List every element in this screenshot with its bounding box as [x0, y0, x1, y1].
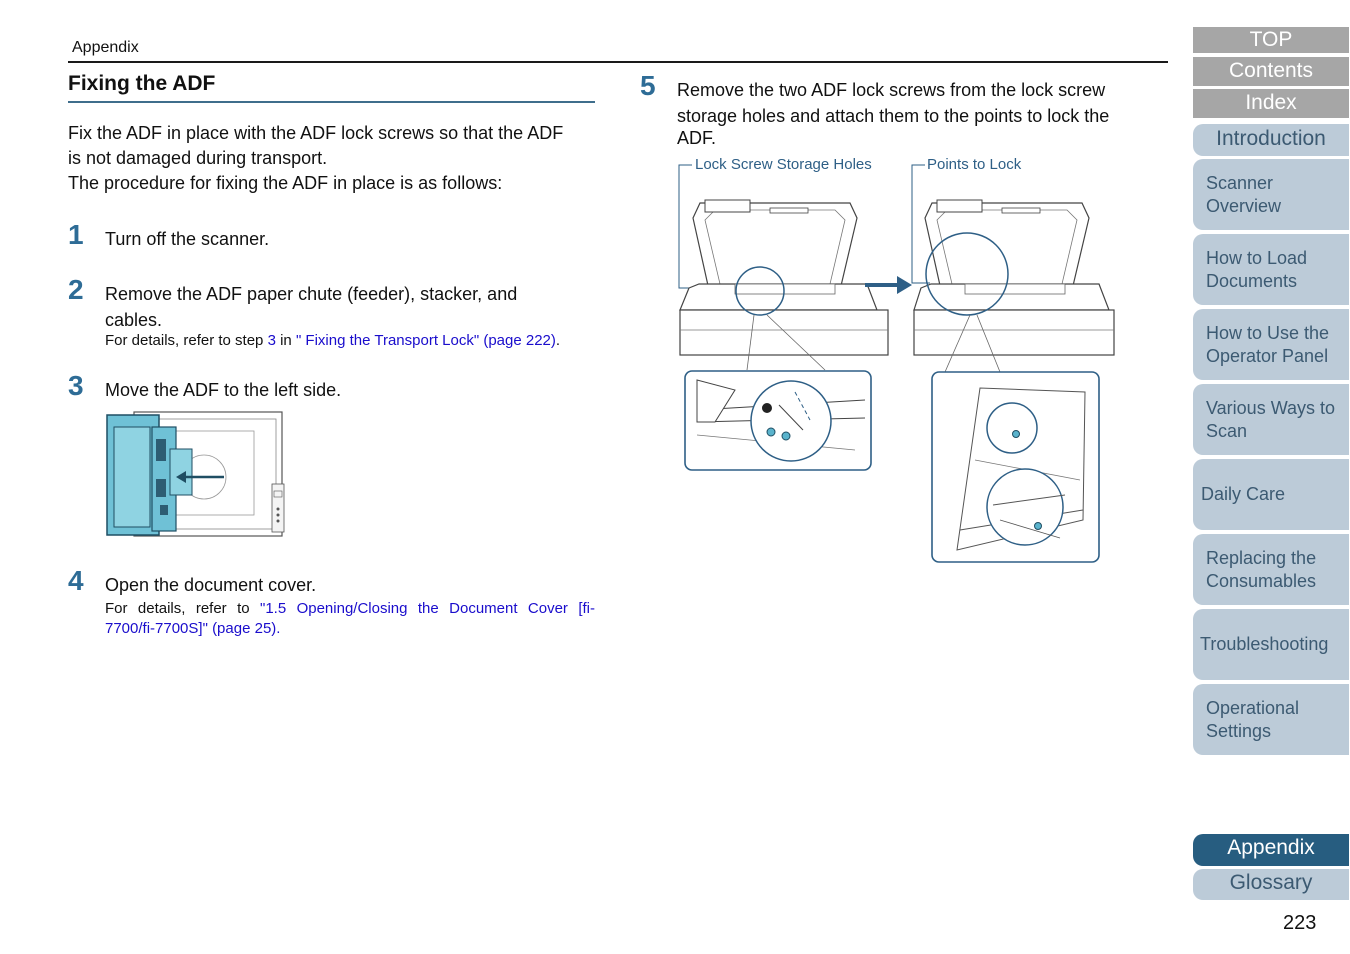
- step-3-text: Move the ADF to the left side.: [105, 380, 342, 400]
- step-3-number: 3: [68, 370, 84, 401]
- transport-lock-link[interactable]: " Fixing the Transport Lock" (page 222): [295, 332, 556, 349]
- step-1-number: 1: [68, 219, 84, 250]
- nav-tab-label-1: Operational: [1206, 697, 1300, 718]
- step-5-line-1: Remove the two ADF lock screws from the …: [677, 80, 1106, 100]
- nav-tab-label-1: Various Ways to: [1206, 397, 1336, 418]
- step-2-note: For details, refer to step 3 in " Fixing…: [105, 331, 560, 351]
- step-5-line-2: storage holes and attach them to the poi…: [677, 106, 1110, 126]
- step-2-note-suffix: .: [555, 332, 561, 349]
- nav-tab-label-1: How to Use the: [1206, 322, 1330, 343]
- nav-tab-label-1: Daily Care: [1201, 484, 1286, 504]
- nav-index-button[interactable]: Index: [1193, 89, 1349, 118]
- nav-tab-label-2: Documents: [1206, 270, 1298, 291]
- step-5-text: Remove the two ADF lock screws from the …: [677, 77, 1157, 151]
- nav-tab-label-2: Scan: [1206, 420, 1248, 441]
- nav-contents-button[interactable]: Contents: [1193, 57, 1349, 86]
- document-cover-link[interactable]: "1.5 Opening/Closing the Document Cover …: [260, 600, 595, 617]
- step-4-note-prefix: For details, refer to: [105, 600, 260, 617]
- page-number: 223: [1283, 912, 1317, 934]
- lock-screw-storage-holes-label: Lock Screw Storage Holes: [695, 156, 872, 173]
- step-4-number: 4: [68, 565, 84, 596]
- step-2-line-1: Remove the ADF paper chute (feeder), sta…: [105, 284, 518, 304]
- lock-points-detail: [931, 371, 1100, 563]
- step-1-text: Turn off the scanner.: [105, 229, 270, 249]
- nav-appendix-tab[interactable]: Appendix: [1193, 834, 1349, 866]
- nav-introduction-tab[interactable]: Introduction: [1193, 124, 1349, 156]
- section-title: Fixing the ADF: [68, 72, 216, 95]
- nav-tab-label-1: Replacing the: [1206, 547, 1317, 568]
- header-divider: [68, 61, 1168, 63]
- step-4-note-line-1: For details, refer to "1.5 Opening/Closi…: [105, 599, 595, 619]
- nav-tab-troubleshooting[interactable]: Troubleshooting: [1193, 609, 1349, 680]
- step-4-note-line-2: 7700/fi-7700S]" (page 25).: [105, 619, 280, 639]
- title-underline: [68, 101, 595, 103]
- nav-tab-label-2: Operator Panel: [1206, 345, 1329, 366]
- document-cover-link-cont[interactable]: 7700/fi-7700S]" (page 25): [105, 620, 277, 637]
- nav-tab-label-1: Scanner: [1206, 172, 1274, 193]
- step-2-note-mid: in: [275, 332, 296, 349]
- intro-paragraph: Fix the ADF in place with the ADF lock s…: [68, 121, 598, 196]
- step-2-note-prefix: For details, refer to step: [105, 332, 268, 349]
- step-4-note-suffix: .: [276, 620, 281, 637]
- step-3-link[interactable]: 3: [267, 332, 276, 349]
- nav-tab-label-2: Settings: [1206, 720, 1272, 741]
- step-4-text: Open the document cover.: [105, 575, 317, 595]
- intro-line-3: The procedure for fixing the ADF in plac…: [68, 173, 503, 193]
- points-to-lock-label: Points to Lock: [927, 156, 1022, 173]
- intro-line-1: Fix the ADF in place with the ADF lock s…: [68, 123, 564, 143]
- step-5-number: 5: [640, 70, 656, 101]
- step-2-number: 2: [68, 274, 84, 305]
- step-2-text: Remove the ADF paper chute (feeder), sta…: [105, 281, 517, 333]
- right-scanner-drawing: [913, 199, 1115, 356]
- nav-tab-label-2: Overview: [1206, 195, 1282, 216]
- lock-screw-illustration: [678, 164, 1115, 563]
- breadcrumb: Appendix: [72, 39, 139, 56]
- nav-tab-label-2: Consumables: [1206, 570, 1317, 591]
- step-2-line-2: cables.: [105, 310, 163, 330]
- adf-move-left-illustration: [106, 411, 285, 537]
- left-scanner-drawing: [679, 199, 889, 356]
- nav-glossary-tab[interactable]: Glossary: [1193, 869, 1349, 900]
- step-5-line-3: ADF.: [677, 128, 717, 148]
- nav-tab-label-1: How to Load: [1206, 247, 1308, 268]
- intro-line-2: is not damaged during transport.: [68, 148, 328, 168]
- nav-tab-daily-care[interactable]: Daily Care: [1193, 459, 1349, 530]
- nav-top-button[interactable]: TOP: [1193, 27, 1349, 53]
- storage-holes-detail: [684, 370, 872, 471]
- nav-tab-label-1: Troubleshooting: [1200, 634, 1329, 654]
